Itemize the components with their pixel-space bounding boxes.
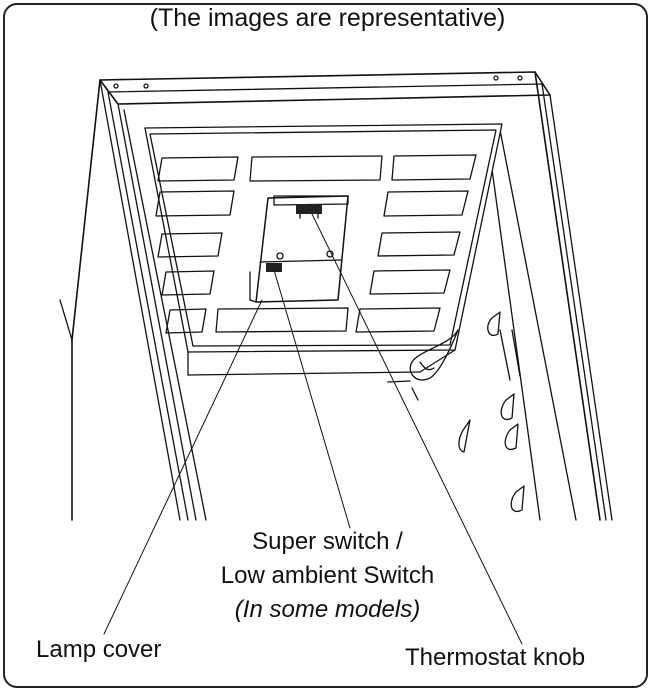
thermostat-knob-label: Thermostat knob — [405, 644, 586, 671]
super-switch-label-line1: Super switch / — [252, 528, 403, 555]
lamp-cover-label: Lamp cover — [36, 636, 162, 663]
leader-thermostat-knob — [311, 213, 523, 645]
super-switch-label-line2: Low ambient Switch — [220, 562, 435, 589]
leader-lamp-cover — [103, 299, 263, 635]
cabinet-top-frame — [99, 71, 551, 105]
shelf-supports — [387, 311, 525, 513]
leader-super-switch — [273, 269, 351, 529]
super-switch-label-note: (In some models) — [234, 596, 421, 623]
leader-lines — [103, 213, 523, 645]
left-side-wall — [59, 79, 207, 521]
ventilation-slots — [155, 154, 477, 334]
thermostat-housing — [249, 195, 349, 303]
representative-caption: (The images are representative) — [149, 4, 506, 32]
right-side-wall — [487, 71, 613, 521]
